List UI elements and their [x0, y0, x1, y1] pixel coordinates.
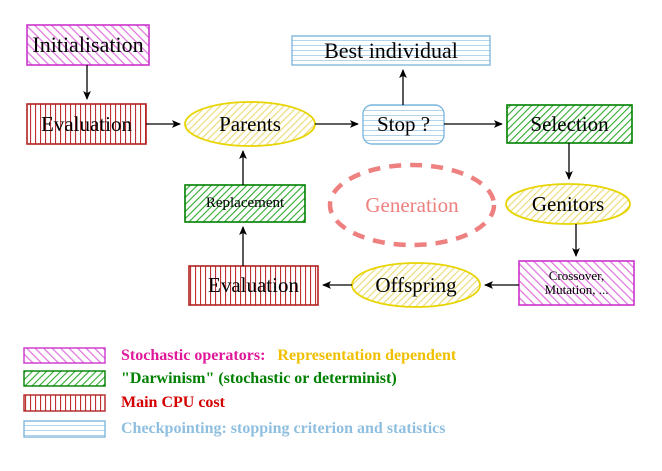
node-genitors[interactable]: [505, 183, 631, 225]
node-initialisation[interactable]: [26, 24, 150, 66]
legend-swatch-magenta: [23, 347, 106, 364]
legend-swatch-green: [23, 370, 106, 387]
legend-swatch-red: [23, 394, 106, 412]
node-replacement[interactable]: [184, 184, 306, 223]
legend-row-2-text: Main CPU cost: [121, 394, 225, 411]
node-offspring[interactable]: [351, 262, 481, 308]
legend-row-0-label: Stochastic operators:: [121, 347, 266, 364]
node-generation: [327, 162, 497, 248]
legend-row-1-text: "Darwinism" (stochastic or determinist): [121, 370, 397, 387]
node-stop[interactable]: [362, 104, 445, 145]
node-best-individual[interactable]: [291, 35, 491, 66]
legend-row-3-text: Checkpointing: stopping criterion and st…: [121, 420, 446, 437]
node-parents[interactable]: [184, 101, 316, 147]
node-evaluation-bottom[interactable]: [188, 265, 319, 306]
node-selection[interactable]: [506, 104, 633, 144]
legend-row-0-text: Stochastic operators: Representation dep…: [121, 347, 456, 365]
node-crossover-mutation[interactable]: [518, 260, 635, 306]
legend-row-0-label2: Representation dependent: [277, 347, 457, 364]
legend-swatch-blue: [23, 420, 106, 438]
node-evaluation-top[interactable]: [26, 103, 147, 145]
